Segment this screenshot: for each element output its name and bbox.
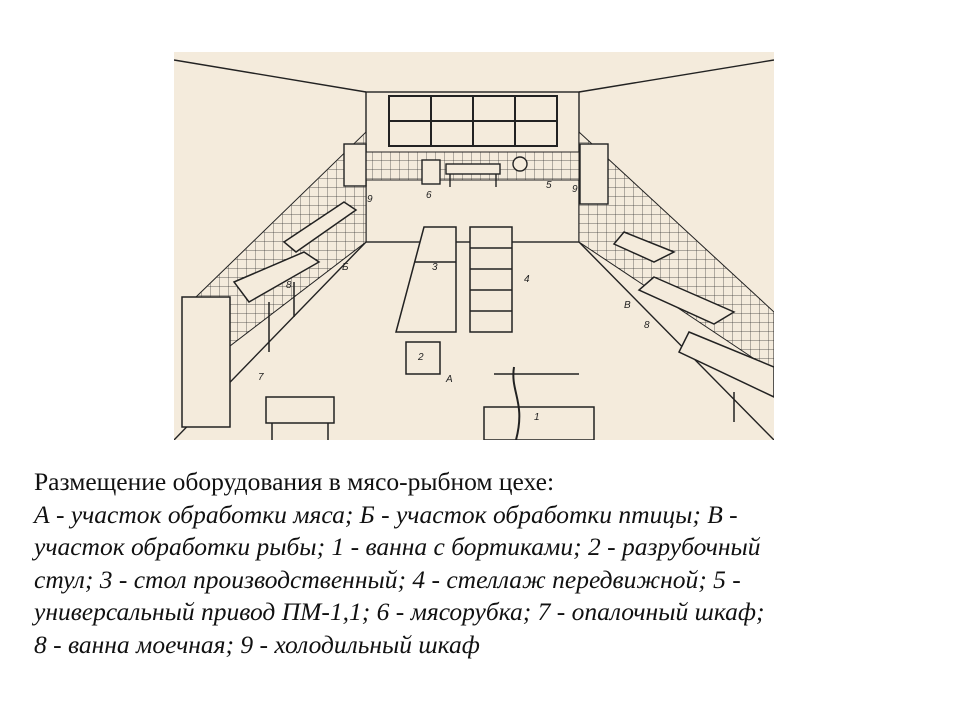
label-b-poultry-area: Б xyxy=(342,262,349,273)
caption-title: Размещение оборудования в мясо-рыбном це… xyxy=(34,467,555,496)
back-windows xyxy=(388,95,558,147)
label-2-chopping-block: 2 xyxy=(417,352,424,363)
label-5-drive: 5 xyxy=(546,180,552,191)
workshop-illustration: 3 2 4 5 6 7 8 8 9 9 А Б В 1 xyxy=(174,52,774,440)
label-1-bath: 1 xyxy=(534,412,540,423)
mobile-rack xyxy=(469,226,513,333)
caption-line: стул; 3 - стол производственный; 4 - сте… xyxy=(34,564,741,594)
label-8-bath-left: 8 xyxy=(286,280,292,291)
bath-with-rims xyxy=(483,406,595,440)
label-6-grinder: 6 xyxy=(426,190,432,201)
caption-line: 8 - ванна моечная; 9 - холодильный шкаф xyxy=(34,629,480,659)
production-table xyxy=(395,226,457,333)
label-v-fish-area: В xyxy=(624,300,631,311)
label-3-table: 3 xyxy=(432,262,438,273)
figure-caption: Размещение оборудования в мясо-рыбном це… xyxy=(34,466,934,662)
caption-line: участок обработки рыбы; 1 - ванна с борт… xyxy=(34,532,761,562)
caption-line: А - участок обработки мяса; Б - участок … xyxy=(34,499,738,529)
workshop-drawing: 3 2 4 5 6 7 8 8 9 9 А Б В 1 xyxy=(174,59,774,440)
caption-line: универсальный привод ПМ-1,1; 6 - мясоруб… xyxy=(34,597,765,627)
meat-grinder xyxy=(421,159,441,185)
label-4-rack: 4 xyxy=(524,274,530,285)
label-9-fridge-left: 9 xyxy=(367,194,373,205)
label-7-cabinet: 7 xyxy=(258,372,264,383)
label-9-fridge-right: 9 xyxy=(572,184,578,195)
label-a-meat-area: А xyxy=(445,374,453,385)
singeing-cabinet xyxy=(181,296,231,428)
label-8-bath-right: 8 xyxy=(644,320,650,331)
chopping-block xyxy=(405,341,441,375)
